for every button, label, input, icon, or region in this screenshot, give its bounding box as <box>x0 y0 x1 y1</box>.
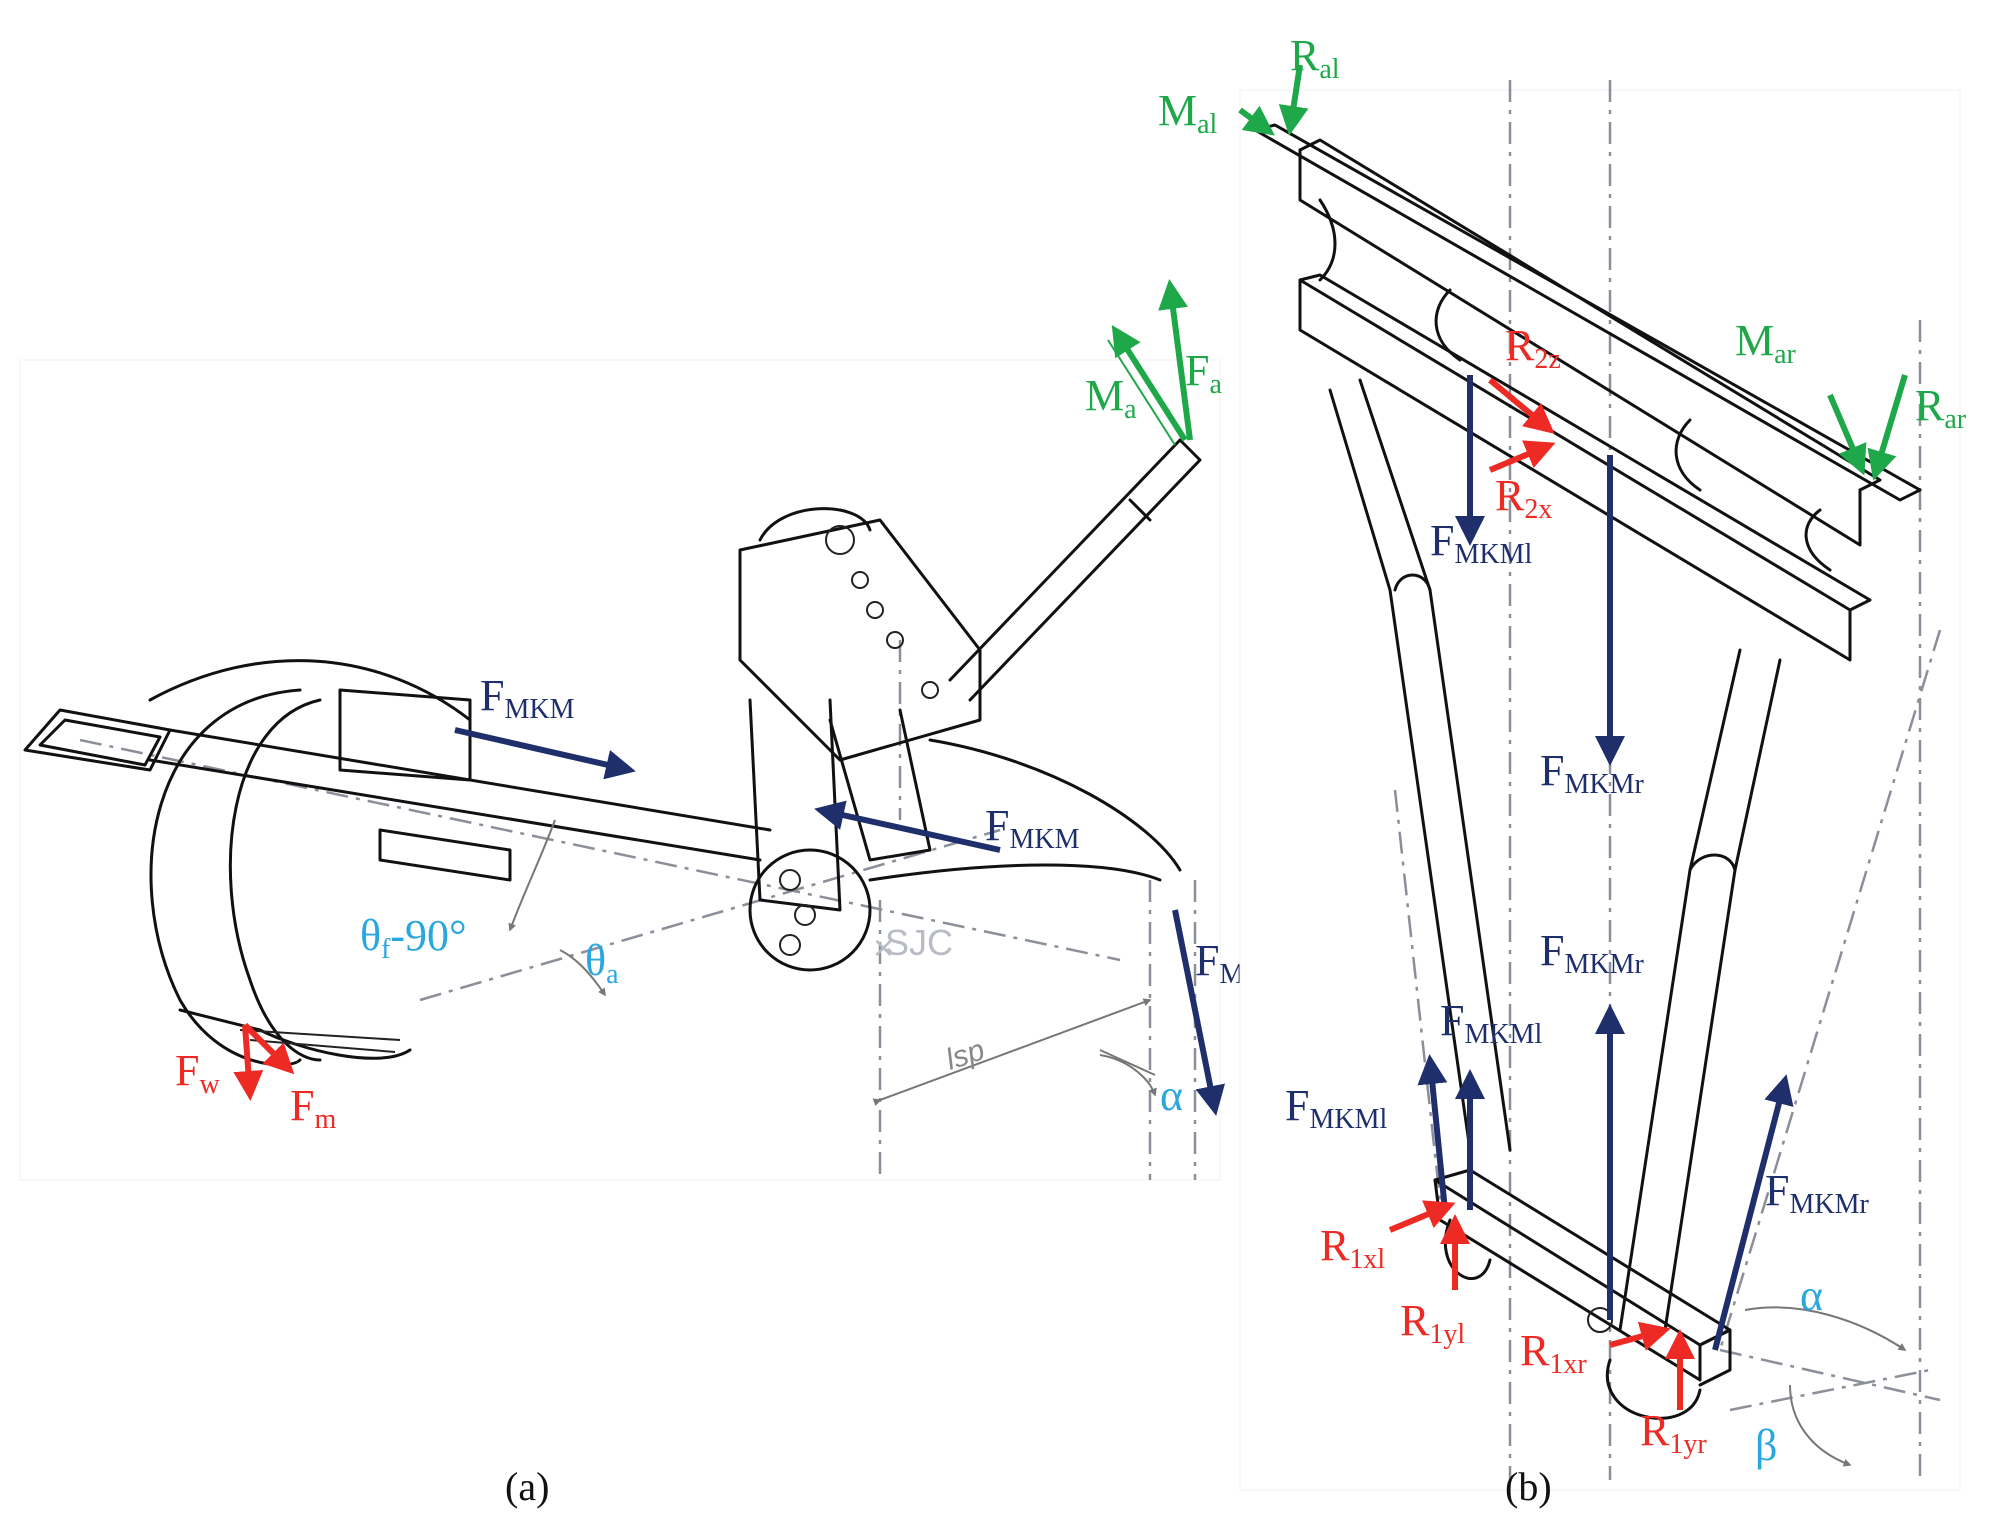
alpha-arc-b <box>1744 1306 1907 1351</box>
label-r-ar: Rar <box>1915 381 1967 435</box>
label-f-mkml-side: FMKMl <box>1285 1081 1387 1135</box>
m-a-arrow-2 <box>1107 339 1176 446</box>
label-theta-f: θf-90° <box>360 911 467 965</box>
label-f-mkmr-mid: FMKMr <box>1540 746 1644 800</box>
label-f-mkml-top: FMKMl <box>1430 516 1532 570</box>
label-r-1xr: R1xr <box>1520 1326 1587 1380</box>
label-sjc: SJC <box>885 922 953 963</box>
f-mkm-arrow-hinge <box>814 800 1001 853</box>
m-a-arrow-1 <box>1111 324 1188 442</box>
caption-a: (a) <box>505 1464 549 1509</box>
panel-b: Mal Ral Mar Rar R2z R2x FMKMl FMKMr FMKM… <box>1158 31 1967 1509</box>
label-r-al: Ral <box>1290 31 1340 85</box>
thigh-cuff-drawing <box>23 659 772 1067</box>
m-al-arrow <box>1238 105 1275 136</box>
struts-drawing <box>1328 378 1782 1332</box>
f-mkml-arrow-tilted <box>1417 1054 1448 1211</box>
label-alpha-b: α <box>1800 1271 1823 1320</box>
bottom-foot-drawing <box>1433 1168 1732 1420</box>
m-ar-arrow <box>1827 393 1867 476</box>
f-a-arrow <box>1158 279 1193 441</box>
label-m-a: Ma <box>1085 371 1137 425</box>
f-w-arrow <box>233 1024 264 1101</box>
r-1xl-arrow <box>1388 1200 1456 1233</box>
panel-a-angle-marks <box>508 819 1157 1097</box>
label-f-mkmr-low: FMKMr <box>1540 926 1644 980</box>
label-f-mkmr-side: FMKMr <box>1765 1166 1869 1220</box>
f-m-arrow <box>242 1022 295 1075</box>
r-ar-arrow <box>1867 374 1908 481</box>
f-mkm-arrow-end <box>1172 909 1226 1116</box>
label-f-mkm-hinge: FMKM <box>985 801 1080 855</box>
label-alpha-a: α <box>1160 1071 1183 1120</box>
r-2x-arrow <box>1488 440 1556 473</box>
label-r-1yr: R1yr <box>1640 1406 1707 1460</box>
r-1xr-arrow <box>1609 1321 1671 1351</box>
beta-arc-b <box>1789 1384 1852 1467</box>
label-m-ar: Mar <box>1735 316 1797 370</box>
label-f-w: Fw <box>175 1046 220 1100</box>
r-2z-arrow <box>1488 377 1555 434</box>
panel-b-background <box>1239 89 1961 1491</box>
label-beta-b: β <box>1755 1421 1777 1470</box>
f-mkm-arrow-cuff <box>454 727 636 780</box>
label-f-a: Fa <box>1185 346 1222 400</box>
label-r-2z: R2z <box>1505 321 1561 375</box>
f-mkmr-arrow-tilted <box>1712 1074 1794 1351</box>
lsp-dimension <box>872 998 1156 1106</box>
panel-a: FMKM FMKM FMKM Ma Fa θf-90° θa α Fw Fm S… <box>19 279 1290 1509</box>
label-f-mkm-cuff: FMKM <box>480 671 575 725</box>
label-theta-a: θa <box>585 936 619 990</box>
label-m-al: Mal <box>1158 86 1218 140</box>
label-r-1yl: R1yl <box>1400 1296 1465 1350</box>
label-f-mkml-low: FMKMl <box>1440 996 1542 1050</box>
r-al-arrow <box>1278 64 1309 136</box>
sjc-cross: × <box>873 927 894 968</box>
caption-b: (b) <box>1505 1464 1552 1509</box>
label-r-2x: R2x <box>1495 471 1552 525</box>
label-f-m: Fm <box>290 1081 336 1135</box>
label-r-1xl: R1xl <box>1320 1221 1385 1275</box>
